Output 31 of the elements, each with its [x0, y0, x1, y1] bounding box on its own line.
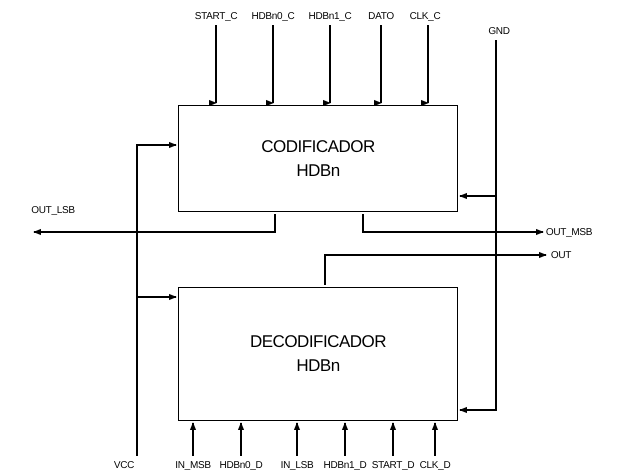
signal-label: START_D — [372, 460, 414, 470]
signal-label: OUT_MSB — [546, 226, 592, 238]
arrow — [459, 40, 497, 414]
signal-label: HDBn1_C — [308, 10, 352, 22]
arrow — [362, 214, 544, 236]
signal-label: HDBn1_D — [324, 460, 366, 470]
signal-label: CLK_C — [410, 10, 440, 22]
arrow — [390, 422, 396, 456]
arrow — [342, 422, 348, 456]
signal-label: OUT_LSB — [31, 204, 75, 216]
block-title: CODIFICADOR HDBn — [260, 136, 376, 182]
signal-label: DATO — [368, 10, 394, 22]
signal-label: HDBn0_D — [220, 460, 262, 470]
block-box — [178, 287, 458, 421]
signal-label: IN_LSB — [280, 460, 314, 470]
arrow — [238, 422, 244, 456]
block-box — [178, 105, 458, 212]
arrow — [294, 422, 300, 456]
arrow — [190, 422, 196, 456]
arrow — [324, 252, 547, 285]
signal-label: HDBn0_C — [252, 10, 294, 22]
signal-label: GND — [488, 26, 510, 36]
signal-label: IN_MSB — [175, 460, 211, 470]
signal-label: START_C — [194, 10, 238, 22]
signal-label: OUT — [550, 250, 572, 260]
signal-label: VCC — [114, 460, 134, 470]
arrow — [33, 214, 276, 236]
block-title: DECODIFICADOR HDBn — [248, 331, 388, 377]
signal-label: CLK_D — [420, 460, 450, 470]
arrow — [432, 422, 438, 456]
arrow — [136, 294, 177, 456]
